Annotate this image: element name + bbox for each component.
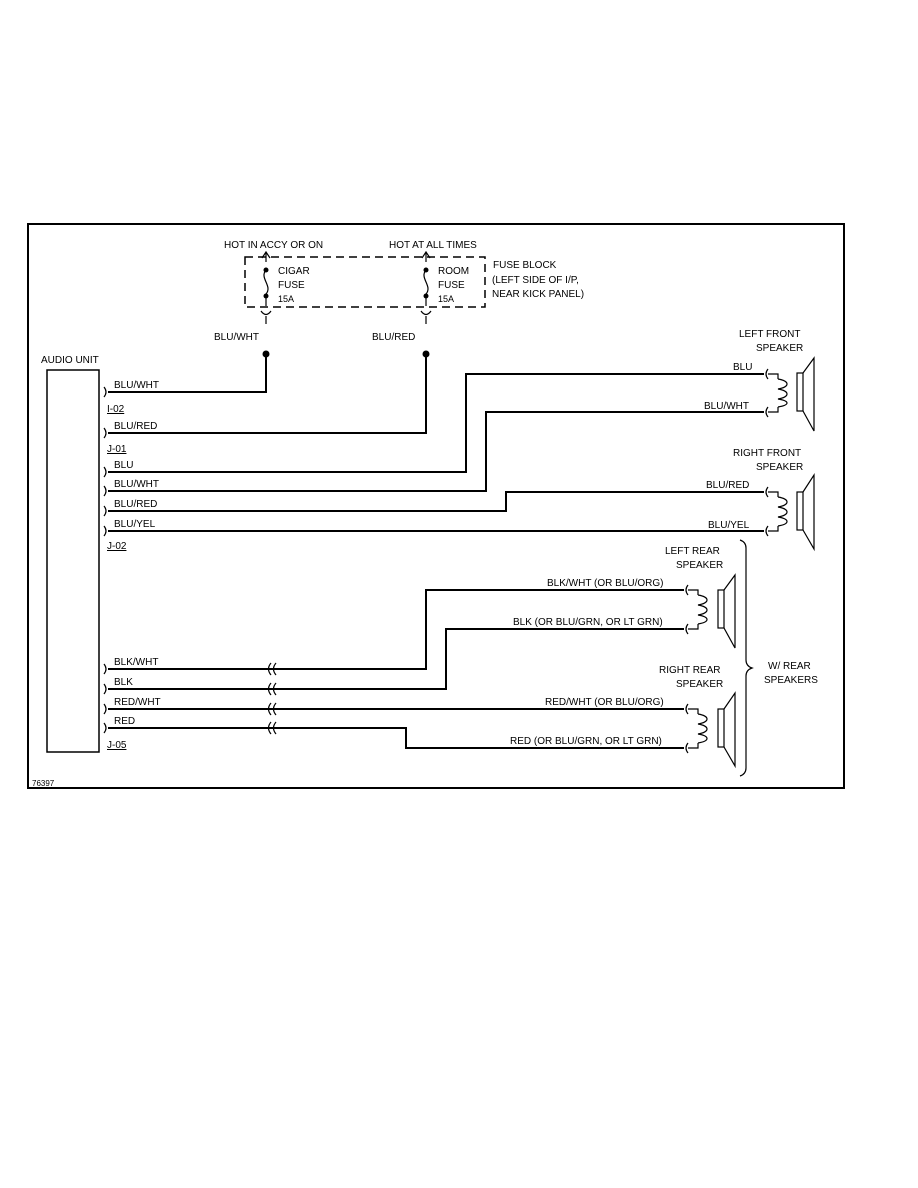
audio-unit: AUDIO UNIT BLU/WHT BLU/RED BLU BLU/WHT B… (41, 355, 161, 753)
connector-id: J-05 (107, 740, 127, 751)
wire-blu-red-fuse (108, 354, 427, 434)
room-fuse-name: ROOM (438, 266, 469, 277)
wires (108, 354, 764, 749)
audio-wire-label: BLU/WHT (114, 479, 159, 490)
audio-wire-label: BLU (114, 460, 133, 471)
room-fuse-rating: 15A (438, 294, 454, 304)
left-front-speaker-line2: SPEAKER (756, 343, 803, 354)
wire-red-right-rear (108, 727, 684, 749)
diagram-frame (27, 223, 845, 789)
cigar-fuse: CIGAR FUSE 15A (261, 250, 310, 306)
cigar-fuse-rating: 15A (278, 294, 294, 304)
fuse-block-outline (244, 256, 486, 308)
right-rear-wire-top: RED/WHT (OR BLU/ORG) (545, 697, 664, 708)
left-front-wire-top: BLU (733, 362, 752, 373)
left-rear-speaker-line1: LEFT REAR (665, 546, 720, 557)
audio-wire-label: BLK/WHT (114, 657, 158, 668)
rear-option-line2: SPEAKERS (764, 675, 818, 686)
fuse-output-left-wire: BLU/WHT (214, 332, 259, 343)
audio-wire-label: RED (114, 716, 135, 727)
hot-all-times-label: HOT AT ALL TIMES (389, 240, 477, 251)
fuse-block-location-line1: (LEFT SIDE OF I/P, (492, 275, 579, 286)
room-fuse-type: FUSE (438, 280, 465, 291)
hot-accy-label: HOT IN ACCY OR ON (224, 240, 323, 251)
figure-id: 76397 (32, 779, 55, 788)
fuse-block-location-line2: NEAR KICK PANEL) (492, 289, 584, 300)
fuse-block-title: FUSE BLOCK (493, 260, 557, 271)
audio-wire-label: BLU/YEL (114, 519, 156, 530)
left-front-wire-bottom: BLU/WHT (704, 401, 749, 412)
wire-blu-left-front (108, 373, 764, 473)
audio-wire-label: BLU/RED (114, 499, 157, 510)
right-front-speaker-line2: SPEAKER (756, 462, 803, 473)
audio-unit-pins (103, 386, 107, 734)
audio-wire-label: BLU/RED (114, 421, 157, 432)
audio-unit-box (46, 369, 100, 753)
wire-blk-left-rear (108, 628, 684, 690)
cigar-fuse-name: CIGAR (278, 266, 310, 277)
right-rear-speaker-line2: SPEAKER (676, 679, 723, 690)
inline-connectors (267, 662, 277, 735)
fuse-output-left: BLU/WHT (214, 310, 272, 358)
room-fuse: ROOM FUSE 15A (421, 250, 469, 306)
fuse-output-right: BLU/RED (372, 310, 432, 358)
left-rear-wire-bottom: BLK (OR BLU/GRN, OR LT GRN) (513, 617, 663, 628)
rear-speakers-brace: W/ REAR SPEAKERS (739, 539, 818, 777)
audio-wire-label: BLU/WHT (114, 380, 159, 391)
wire-blu-red-right-front (108, 491, 764, 512)
left-front-speaker-line1: LEFT FRONT (739, 329, 800, 340)
audio-wire-label: RED/WHT (114, 697, 161, 708)
wire-blu-wht-left-front (108, 411, 764, 492)
left-rear-speaker: LEFT REAR SPEAKER BLK/WHT (OR BLU/ORG) B… (513, 546, 736, 649)
right-front-speaker: RIGHT FRONT SPEAKER BLU/RED BLU/YEL (706, 448, 815, 552)
right-rear-wire-bottom: RED (OR BLU/GRN, OR LT GRN) (510, 736, 662, 747)
left-rear-speaker-line2: SPEAKER (676, 560, 723, 571)
audio-wire-label: BLK (114, 677, 133, 688)
connector-id: I-02 (107, 404, 125, 415)
right-rear-speaker: RIGHT REAR SPEAKER RED/WHT (OR BLU/ORG) … (510, 665, 736, 769)
cigar-fuse-type: FUSE (278, 280, 305, 291)
wire-blk-wht-left-rear (108, 589, 684, 670)
left-front-speaker: LEFT FRONT SPEAKER BLU BLU/WHT (704, 329, 815, 432)
connector-id: J-01 (107, 444, 127, 455)
right-front-wire-bottom: BLU/YEL (708, 520, 750, 531)
right-front-speaker-line1: RIGHT FRONT (733, 448, 801, 459)
left-rear-wire-top: BLK/WHT (OR BLU/ORG) (547, 578, 664, 589)
fuse-block: HOT IN ACCY OR ON HOT AT ALL TIMES FUSE … (224, 240, 584, 308)
rear-option-line1: W/ REAR (768, 661, 811, 672)
connector-id: J-02 (107, 541, 127, 552)
right-rear-speaker-line1: RIGHT REAR (659, 665, 721, 676)
audio-unit-label: AUDIO UNIT (41, 355, 99, 366)
wire-blu-wht-fuse (108, 354, 267, 393)
right-front-wire-top: BLU/RED (706, 480, 749, 491)
fuse-output-right-wire: BLU/RED (372, 332, 415, 343)
